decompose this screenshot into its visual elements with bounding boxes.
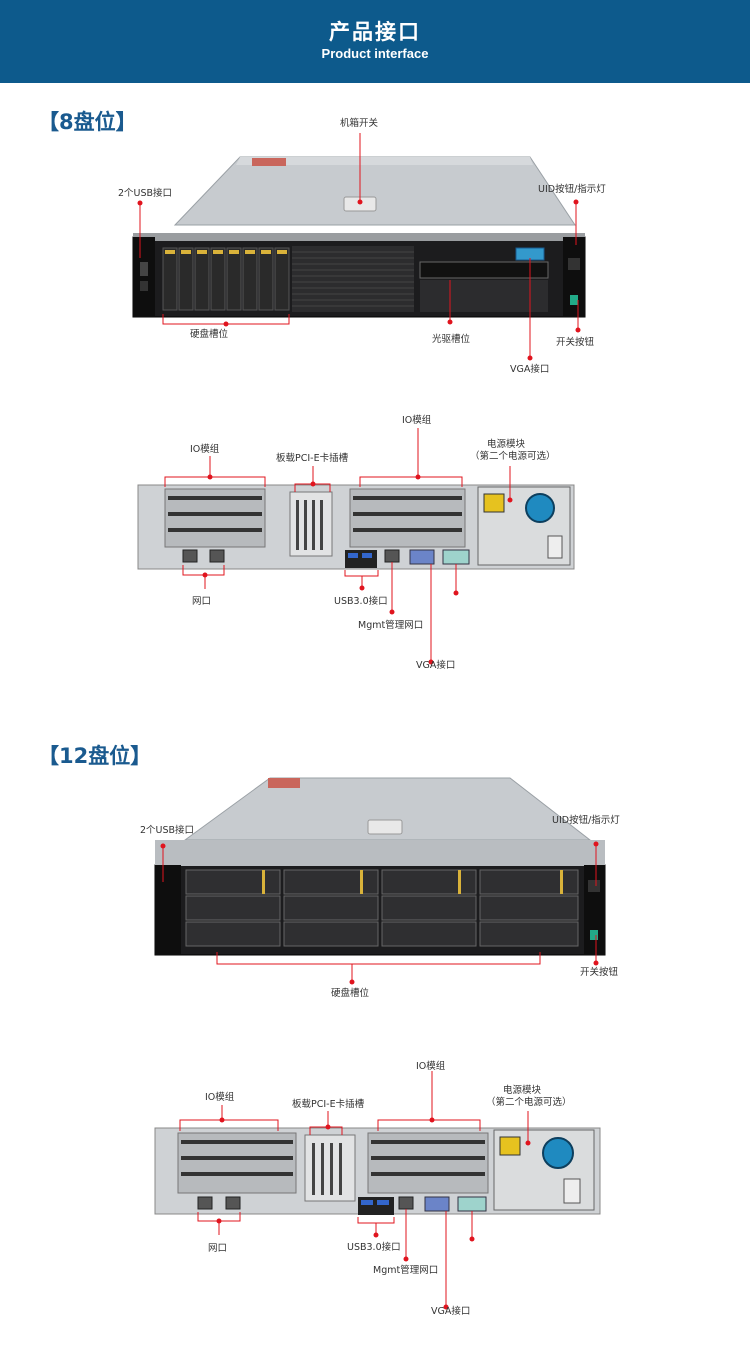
server-8bay-rear-image [137,428,575,665]
label-uid-12bay: UID按钮/指示灯 [552,815,620,826]
server-8bay-front-image [132,133,586,361]
label-chassis-switch: 机箱开关 [340,118,379,129]
label-network-12bay: 网口 [208,1243,228,1254]
label-power-button-12bay: 开关按钮 [580,967,619,978]
header-subtitle: Product interface [321,46,429,61]
label-hdd-bays-8bay: 硬盘槽位 [190,329,229,340]
section-title-8bay: 【8盘位】 [38,110,137,134]
header-title: 产品接口 [329,20,421,44]
header-banner: 产品接口 Product interface [0,0,750,83]
label-optical-bay: 光驱槽位 [432,334,471,345]
label-psu-12bay: 电源模块 [503,1085,542,1096]
label-mgmt-12bay: Mgmt管理网口 [373,1265,439,1276]
server-12bay-rear-image [154,1071,601,1310]
label-usb3-8bay: USB3.0接口 [334,596,388,607]
label-mgmt-8bay: Mgmt管理网口 [358,620,424,631]
label-usb2-8bay: 2个USB接口 [118,188,173,199]
label-vga-rear-12bay: VGA接口 [431,1306,471,1317]
label-hdd-bays-12bay: 硬盘槽位 [331,988,370,999]
label-io-right-8bay: IO模组 [402,415,432,426]
label-psu-8bay: 电源模块 [487,439,526,450]
label-pcie-8bay: 板载PCI-E卡插槽 [276,453,349,464]
label-usb3-12bay: USB3.0接口 [347,1242,401,1253]
label-psu-note-8bay: （第二个电源可选） [470,451,556,462]
label-vga-front: VGA接口 [510,364,550,375]
label-usb2-12bay: 2个USB接口 [140,825,195,836]
label-power-button-8bay: 开关按钮 [556,337,595,348]
label-network-8bay: 网口 [192,596,212,607]
label-vga-rear-8bay: VGA接口 [416,660,456,671]
label-pcie-12bay: 板载PCI-E卡插槽 [292,1099,365,1110]
label-io-right-12bay: IO模组 [416,1061,446,1072]
server-12bay-front-image [154,777,606,985]
label-io-left-8bay: IO模组 [190,444,220,455]
label-uid-8bay: UID按钮/指示灯 [538,184,606,195]
section-title-12bay: 【12盘位】 [38,744,152,768]
label-psu-note-12bay: （第二个电源可选） [486,1097,572,1108]
label-io-left-12bay: IO模组 [205,1092,235,1103]
